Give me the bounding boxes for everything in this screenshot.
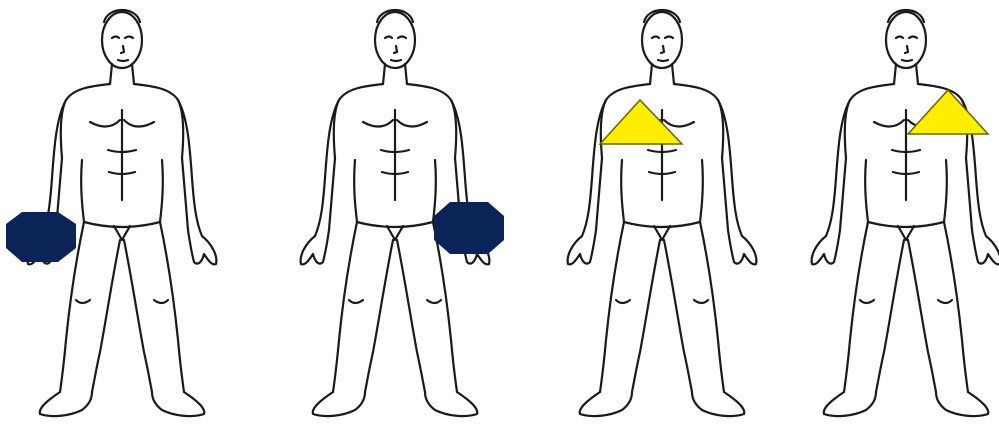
human-figure-4 <box>812 10 999 416</box>
triangle-marker-3 <box>600 100 682 144</box>
panel-4 <box>812 10 999 416</box>
panel-3 <box>568 10 757 416</box>
panel-2 <box>301 10 504 416</box>
human-figure-3 <box>568 10 757 416</box>
octagon-marker-2 <box>434 202 504 254</box>
octagon-marker-1 <box>6 212 76 262</box>
panel-1 <box>6 10 216 416</box>
triangle-marker-4 <box>908 90 988 134</box>
